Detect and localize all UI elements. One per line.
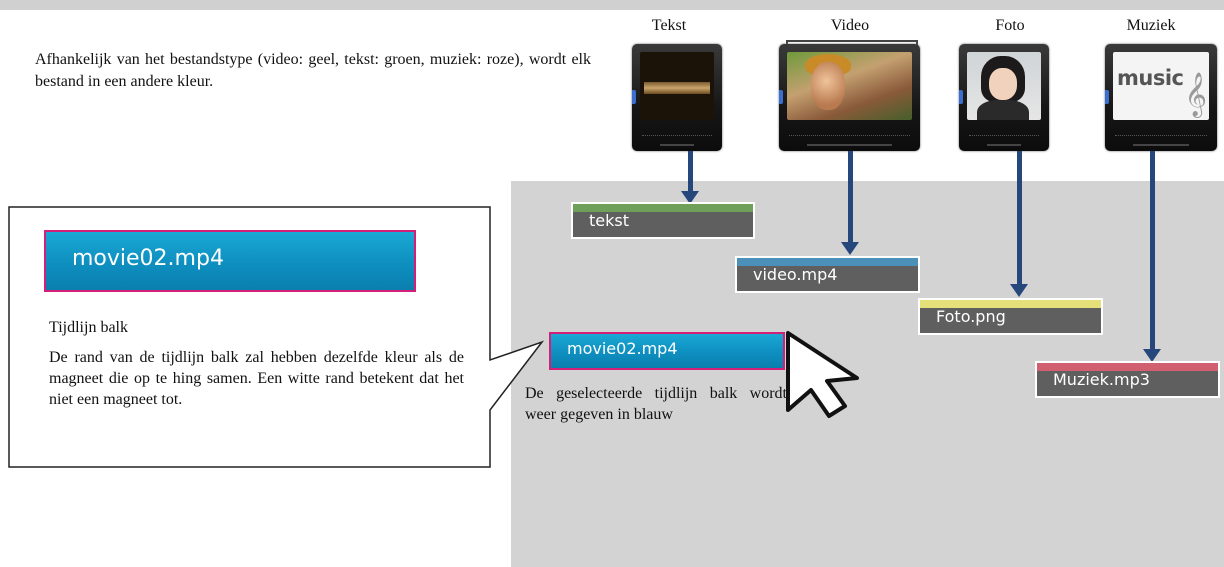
callout-timeline-bar: movie02.mp4 (44, 230, 416, 292)
treble-clef-icon: 𝄞 (1184, 72, 1207, 116)
video-bracket (786, 40, 918, 47)
video-thumbnail-icon[interactable] (779, 44, 920, 151)
magnet-grip (779, 90, 783, 104)
column-label-foto: Foto (995, 17, 1025, 34)
music-thumbnail-icon[interactable]: music 𝄞 (1105, 44, 1217, 151)
magnet-grip (1105, 90, 1109, 104)
text-preview (640, 52, 714, 120)
music-preview: music 𝄞 (1113, 52, 1209, 120)
video-preview (787, 52, 912, 120)
column-label-video: Video (830, 17, 870, 34)
timeline-bar-video[interactable]: video.mp4 (735, 256, 920, 293)
intro-text: Afhankelijk van het bestandstype (video:… (35, 51, 591, 90)
music-logo-text: music (1117, 66, 1184, 90)
selected-timeline-bar[interactable]: movie02.mp4 (549, 332, 785, 370)
selected-bar-caption: De geselecteerde tijdlijn balk wordt wee… (525, 385, 787, 423)
timeline-bar-muziek[interactable]: Muziek.mp3 (1035, 361, 1220, 398)
photo-thumbnail-icon[interactable] (959, 44, 1049, 151)
arrow-foto (1010, 151, 1028, 297)
top-strip (0, 0, 1224, 10)
timeline-bar-tekst[interactable]: tekst (571, 202, 755, 239)
photo-preview (967, 52, 1041, 120)
arrow-tekst (681, 151, 699, 204)
column-label-muziek: Muziek (1126, 17, 1176, 34)
timeline-bar-foto[interactable]: Foto.png (918, 298, 1103, 335)
arrow-muziek (1143, 151, 1161, 362)
magnet-grip (959, 90, 963, 104)
mouse-cursor-icon (786, 331, 859, 418)
column-label-tekst: Tekst (651, 17, 687, 34)
text-thumbnail-icon[interactable] (632, 44, 722, 151)
callout-title: Tijdlijn balk (49, 319, 128, 336)
magnet-grip (632, 90, 636, 104)
callout-body: De rand van de tijdlijn balk zal hebben … (49, 349, 464, 408)
arrow-video (841, 151, 859, 255)
